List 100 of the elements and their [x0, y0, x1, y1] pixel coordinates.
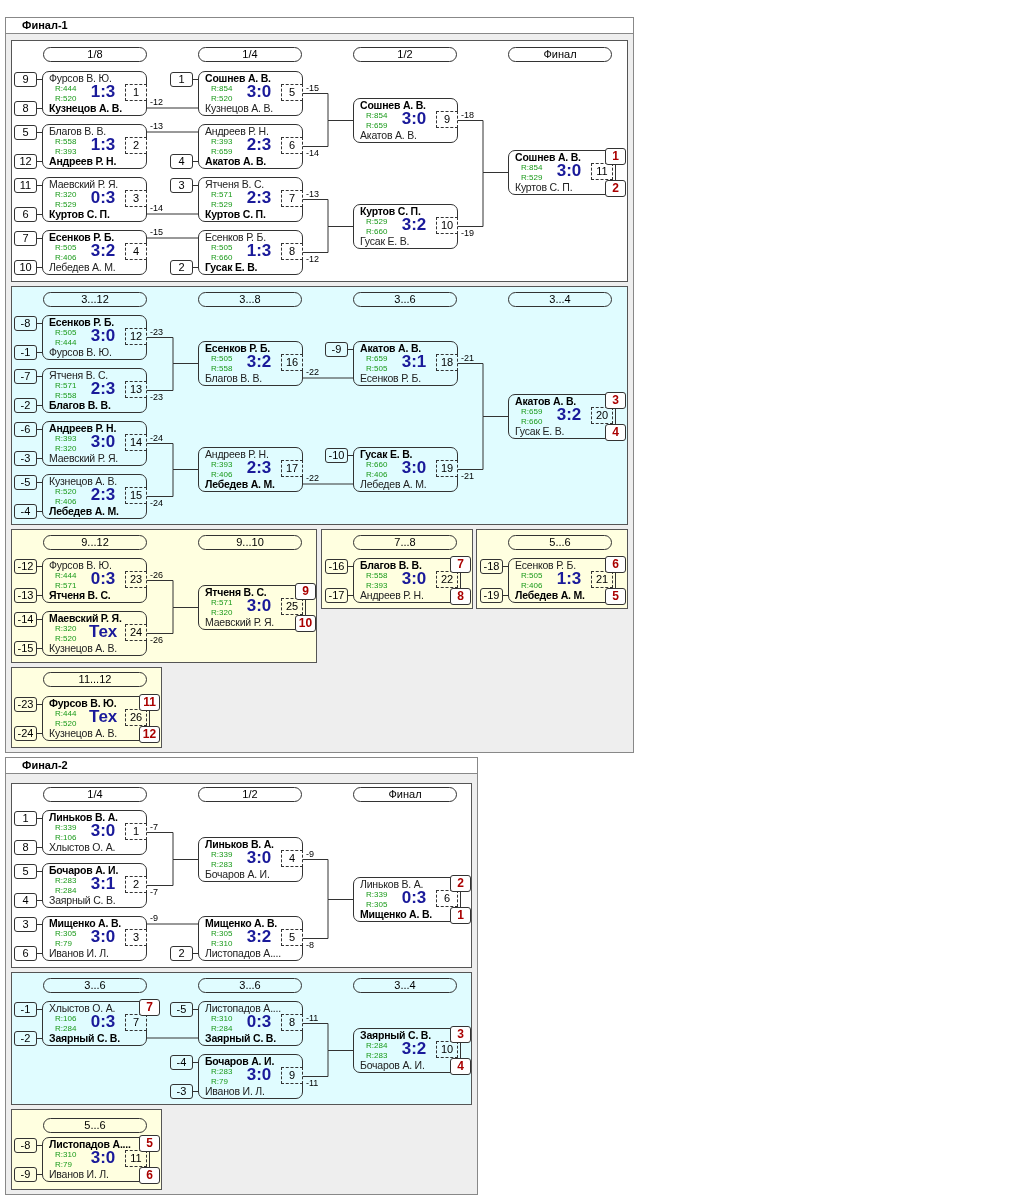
player-rating: R:505	[55, 328, 77, 337]
player-name: Листопадов А....	[49, 1138, 131, 1150]
round-header: 9...10	[198, 535, 302, 550]
seed-number: -6	[14, 422, 37, 437]
player-name: Маевский Р. Я.	[49, 612, 122, 624]
player-name: Фурсов В. Ю.	[49, 346, 112, 358]
player-name: Ятченя В. С.	[205, 178, 265, 190]
bracket-line	[146, 131, 199, 133]
match-number: 6	[281, 137, 303, 154]
player-name: Маевский Р. Я.	[205, 616, 275, 628]
edge-label: -14	[150, 203, 163, 213]
bracket-line	[36, 619, 43, 620]
match-card	[42, 177, 147, 222]
bracket-line	[192, 79, 199, 80]
player-name: Лебедев А. М.	[515, 589, 585, 601]
bracket-line	[615, 572, 616, 589]
player-rating: R:529	[366, 217, 388, 226]
player-name: Иванов И. Л.	[49, 1168, 109, 1180]
match-number: 10	[436, 1041, 458, 1058]
player-name: Мищенко А. В.	[49, 917, 121, 929]
match-number: 12	[125, 328, 147, 345]
stage-panel	[321, 529, 473, 609]
match-score: 1:3	[89, 135, 117, 155]
player-rating: R:659	[521, 407, 543, 416]
player-name: Кузнецов А. В.	[49, 102, 122, 114]
place-number: 2	[605, 180, 626, 197]
bracket-line	[36, 924, 43, 925]
match-number: 26	[125, 709, 147, 726]
player-name: Маевский Р. Я.	[49, 452, 119, 464]
match-score: 2:3	[90, 485, 117, 505]
player-rating: R:106	[55, 833, 77, 842]
match-score: 3:0	[246, 1065, 273, 1085]
player-name: Хлыстов О. А.	[49, 841, 116, 853]
player-rating: R:310	[211, 1014, 233, 1023]
round-header: 3...6	[198, 978, 302, 993]
player-name: Акатов А. В.	[360, 129, 417, 141]
player-rating: R:283	[211, 1067, 233, 1076]
seed-number: -4	[170, 1055, 193, 1070]
match-number: 20	[591, 407, 613, 424]
edge-label: -9	[306, 848, 314, 859]
player-name: Кузнецов А. В.	[205, 102, 273, 114]
match-number: 25	[281, 598, 303, 615]
seed-number: 5	[14, 125, 37, 140]
seed-number: -18	[480, 559, 503, 574]
bracket-line	[347, 455, 354, 456]
match-card	[198, 447, 303, 492]
player-rating: R:393	[211, 460, 233, 469]
player-name: Есенков Р. Б.	[360, 372, 421, 384]
player-name: Мищенко А. В.	[205, 917, 277, 929]
match-score: 2:3	[246, 458, 273, 478]
player-rating: R:106	[55, 1014, 77, 1023]
seed-number: -2	[14, 398, 37, 413]
round-header: 7...8	[353, 535, 457, 550]
match-number: 8	[281, 243, 303, 260]
bracket-line	[146, 923, 199, 925]
place-number: 8	[450, 588, 471, 605]
player-rating: R:660	[366, 227, 388, 236]
match-score: 3:0	[555, 161, 583, 181]
place-number: 6	[605, 556, 626, 573]
player-rating: R:660	[211, 253, 233, 262]
player-name: Акатов А. В.	[515, 395, 576, 407]
match-number: 23	[125, 571, 147, 588]
round-header: Финал	[353, 787, 457, 802]
bracket-line	[36, 1174, 43, 1175]
player-name: Линьков В. А.	[360, 878, 424, 890]
player-rating: R:505	[366, 364, 388, 373]
match-card	[198, 341, 303, 386]
seed-number: -19	[480, 588, 503, 603]
match-number: 21	[591, 571, 613, 588]
player-rating: R:79	[55, 1160, 72, 1169]
player-name: Бочаров А. И.	[205, 868, 270, 880]
player-rating: R:339	[211, 850, 233, 859]
seed-number: -9	[14, 1167, 37, 1182]
round-header: 1/4	[43, 787, 147, 802]
match-card	[198, 230, 303, 275]
player-name: Сошнев А. В.	[515, 151, 581, 163]
bracket-line	[36, 1038, 43, 1039]
match-number: 17	[281, 460, 303, 477]
player-rating: R:393	[55, 147, 77, 156]
seed-number: -24	[14, 726, 37, 741]
player-rating: R:320	[55, 624, 77, 633]
seed-number: 4	[14, 893, 37, 908]
player-rating: R:659	[211, 147, 233, 156]
match-score: 3:2	[246, 927, 273, 947]
match-card	[42, 558, 147, 603]
round-header: 3...8	[198, 292, 302, 307]
edge-label: -23	[150, 326, 163, 337]
player-rating: R:320	[55, 190, 77, 199]
seed-number: 3	[14, 917, 37, 932]
place-number: 3	[450, 1026, 471, 1043]
bracket-line	[347, 566, 354, 567]
round-header: 9...12	[43, 535, 147, 550]
round-header: 11...12	[43, 672, 147, 687]
edge-label: -15	[150, 227, 163, 237]
player-rating: R:284	[211, 1024, 233, 1033]
round-header: 3...6	[353, 292, 457, 307]
seed-number: -5	[170, 1002, 193, 1017]
player-rating: R:406	[211, 470, 233, 479]
match-card	[198, 177, 303, 222]
seed-number: -1	[14, 345, 37, 360]
